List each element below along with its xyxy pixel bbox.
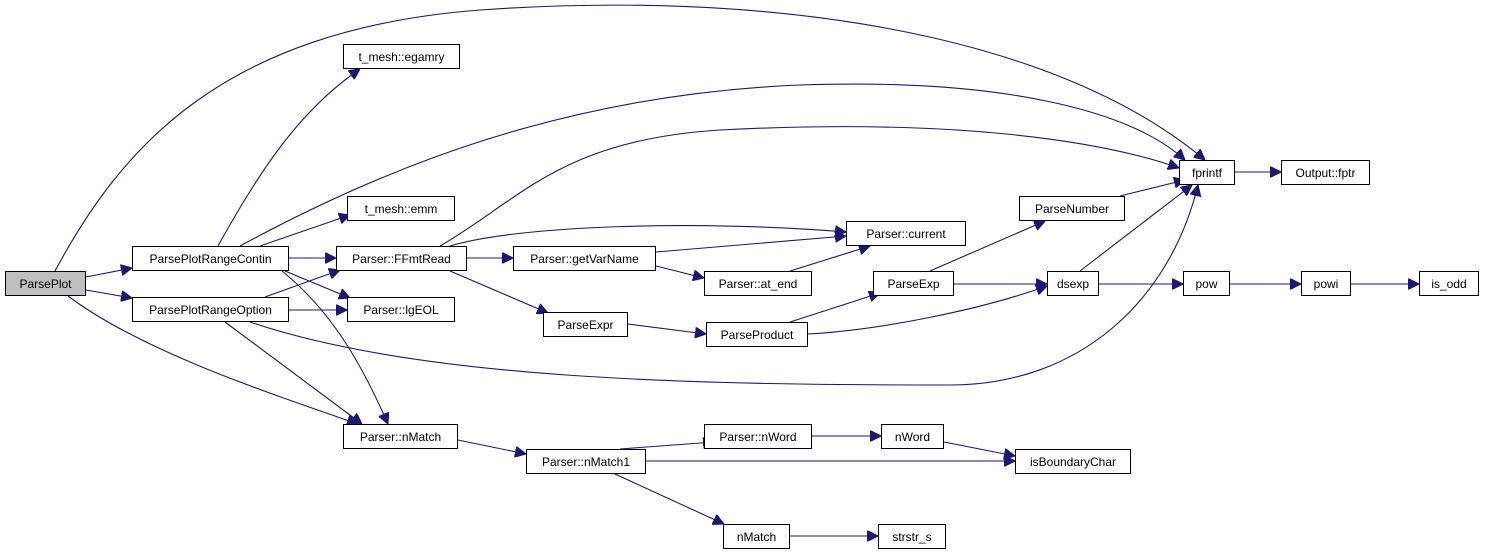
edge-nmatch1-to-nmatch <box>614 473 724 524</box>
node-parseplotrangeoption[interactable]: ParsePlotRangeOption <box>132 297 289 322</box>
edge-ffmtread-to-fprintf <box>439 126 1179 247</box>
node-parseproduct[interactable]: ParseProduct <box>706 322 808 347</box>
node-parser-nmatch[interactable]: Parser::nMatch <box>343 424 458 449</box>
edge-parseplotrangeoption-to-fprintf <box>249 185 1198 386</box>
edge-getvarname-to-at_end <box>655 265 704 278</box>
node-parseexpr[interactable]: ParseExpr <box>543 312 628 337</box>
node-nword[interactable]: nWord <box>881 424 944 449</box>
node-is-odd[interactable]: is_odd <box>1419 271 1479 296</box>
edge-at_end-to-current <box>789 246 870 272</box>
node-fprintf[interactable]: fprintf <box>1179 160 1235 185</box>
edge-parseexpr-to-parseproduct <box>627 323 706 334</box>
edge-parseplotrangecontin-to-pnmatch <box>281 270 388 424</box>
edge-parsenumber-to-fprintf <box>1119 180 1185 197</box>
node-parsenumber[interactable]: ParseNumber <box>1019 196 1125 221</box>
edge-parseproduct-to-dsexp <box>807 286 1047 335</box>
node-parseexp[interactable]: ParseExp <box>873 271 954 296</box>
node-parser-current[interactable]: Parser::current <box>846 221 966 246</box>
node-t-mesh-emm[interactable]: t_mesh::emm <box>347 196 455 221</box>
node-dsexp[interactable]: dsexp <box>1047 271 1099 296</box>
edge-parseplotrangecontin-to-emm <box>259 215 350 247</box>
edge-parseplot-to-fprintf <box>54 4 1205 272</box>
edge-getvarname-to-current <box>655 236 846 253</box>
edge-parseexp-to-parsenumber <box>929 221 1045 272</box>
node-powi[interactable]: powi <box>1301 271 1351 296</box>
node-output-fptr[interactable]: Output::fptr <box>1281 160 1370 185</box>
edge-parseplotrangeoption-to-ffmtread <box>264 270 340 298</box>
node-t-mesh-egamry[interactable]: t_mesh::egamry <box>343 44 460 69</box>
edge-pnmatch-to-nmatch1 <box>457 439 526 454</box>
edge-parseplotrangecontin-to-lgeol <box>284 270 350 298</box>
node-parser-at-end[interactable]: Parser::at_end <box>704 271 812 296</box>
node-pow[interactable]: pow <box>1183 271 1230 296</box>
node-parser-nmatch1[interactable]: Parser::nMatch1 <box>526 449 646 474</box>
edge-parseplotrangeoption-to-pnmatch <box>224 321 362 424</box>
node-nmatch[interactable]: nMatch <box>723 524 790 549</box>
edge-parseproduct-to-parseexp <box>789 293 880 323</box>
edge-ffmtread-to-current <box>449 225 846 247</box>
node-isboundarychar[interactable]: isBoundaryChar <box>1015 449 1131 474</box>
node-parseplotrangecontin[interactable]: ParsePlotRangeContin <box>132 246 289 271</box>
edge-parseplotrangecontin-to-fprintf <box>239 83 1185 247</box>
edge-parseplot-to-pnmatch <box>67 295 358 424</box>
node-parser-getvarname[interactable]: Parser::getVarName <box>513 246 656 271</box>
edge-parseplot-to-parseplotrangecontin <box>85 268 132 278</box>
edge-dsexp-to-fprintf <box>1079 185 1192 272</box>
edge-parseplot-to-parseplotrangeoption <box>85 289 132 298</box>
edge-nword-to-isboundarychar <box>943 441 1015 456</box>
edge-parseplotrangecontin-to-egamry <box>217 69 360 247</box>
node-parser-lgeol[interactable]: Parser::lgEOL <box>347 297 455 322</box>
edge-ffmtread-to-parseexpr <box>449 270 548 313</box>
node-parser-ffmtread[interactable]: Parser::FFmtRead <box>336 246 467 271</box>
node-parseplot[interactable]: ParsePlot <box>5 271 86 296</box>
node-parser-nword[interactable]: Parser::nWord <box>704 424 812 449</box>
node-strstr-s[interactable]: strstr_s <box>878 524 946 549</box>
edge-nmatch1-to-pnword <box>619 442 714 450</box>
